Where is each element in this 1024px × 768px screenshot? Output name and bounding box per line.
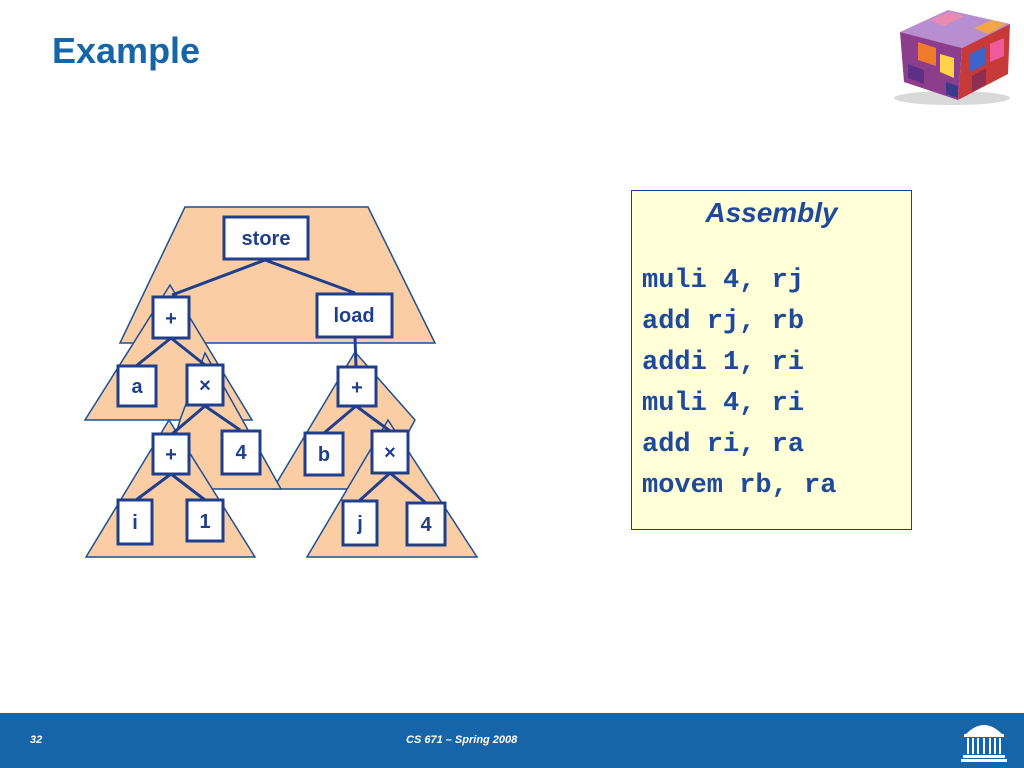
tree-node-i: i: [116, 498, 154, 546]
assembly-title: Assembly: [705, 197, 838, 228]
course-label: CS 671 – Spring 2008: [406, 734, 518, 746]
tree-node-a: a: [116, 364, 158, 408]
tree-node-store-label: store: [242, 228, 291, 250]
tree-node-add-right-label: +: [351, 377, 363, 399]
tree-node-one-label: 1: [199, 511, 210, 533]
tree-node-multiply-right-label: ×: [384, 442, 396, 464]
tree-node-b-label: b: [318, 444, 330, 466]
assembly-line: muli 4, rj: [642, 266, 805, 296]
slide-title: Example: [52, 30, 201, 71]
tree-node-j-label: j: [356, 513, 363, 535]
tree-node-four-left: 4: [220, 429, 262, 476]
tree-node-four-right: 4: [405, 501, 447, 547]
assembly-line: muli 4, ri: [642, 389, 805, 419]
slide-number: 32: [30, 734, 43, 746]
tree-node-four-right-label: 4: [420, 514, 432, 536]
tree-node-multiply-left-label: ×: [199, 375, 211, 397]
tree-node-add-top: +: [151, 295, 191, 340]
assembly-line: add ri, ra: [642, 430, 805, 460]
tree-node-load-label: load: [333, 305, 374, 327]
tree-node-load: load: [315, 292, 394, 339]
tree-node-i-label: i: [132, 512, 138, 534]
tree-node-add-bottom: +: [151, 432, 191, 476]
assembly-panel: Assembly muli 4, rj add rj, rb addi 1, r…: [631, 190, 912, 530]
tree-node-add-bottom-label: +: [165, 444, 177, 466]
tree-node-a-label: a: [131, 376, 143, 398]
voxel-cube-icon: [894, 10, 1010, 105]
tree-node-multiply-left: ×: [185, 363, 225, 407]
tree-node-one: 1: [185, 498, 225, 543]
tree-node-four-left-label: 4: [235, 442, 247, 464]
tree-node-add-top-label: +: [165, 308, 177, 330]
assembly-code-list: muli 4, rj add rj, rb addi 1, ri muli 4,…: [642, 261, 911, 507]
tree-node-add-right: +: [336, 365, 378, 408]
assembly-line: add rj, rb: [642, 307, 805, 337]
assembly-line: addi 1, ri: [642, 348, 805, 378]
tree-node-j: j: [341, 499, 379, 547]
footer-bar: 32 CS 671 – Spring 2008: [0, 713, 1024, 768]
tree-node-multiply-right: ×: [370, 429, 410, 475]
assembly-line: movem rb, ra: [642, 471, 837, 501]
tree-node-store: store: [222, 215, 310, 261]
university-rotunda-icon: [961, 725, 1007, 762]
tree-node-b: b: [303, 431, 345, 477]
